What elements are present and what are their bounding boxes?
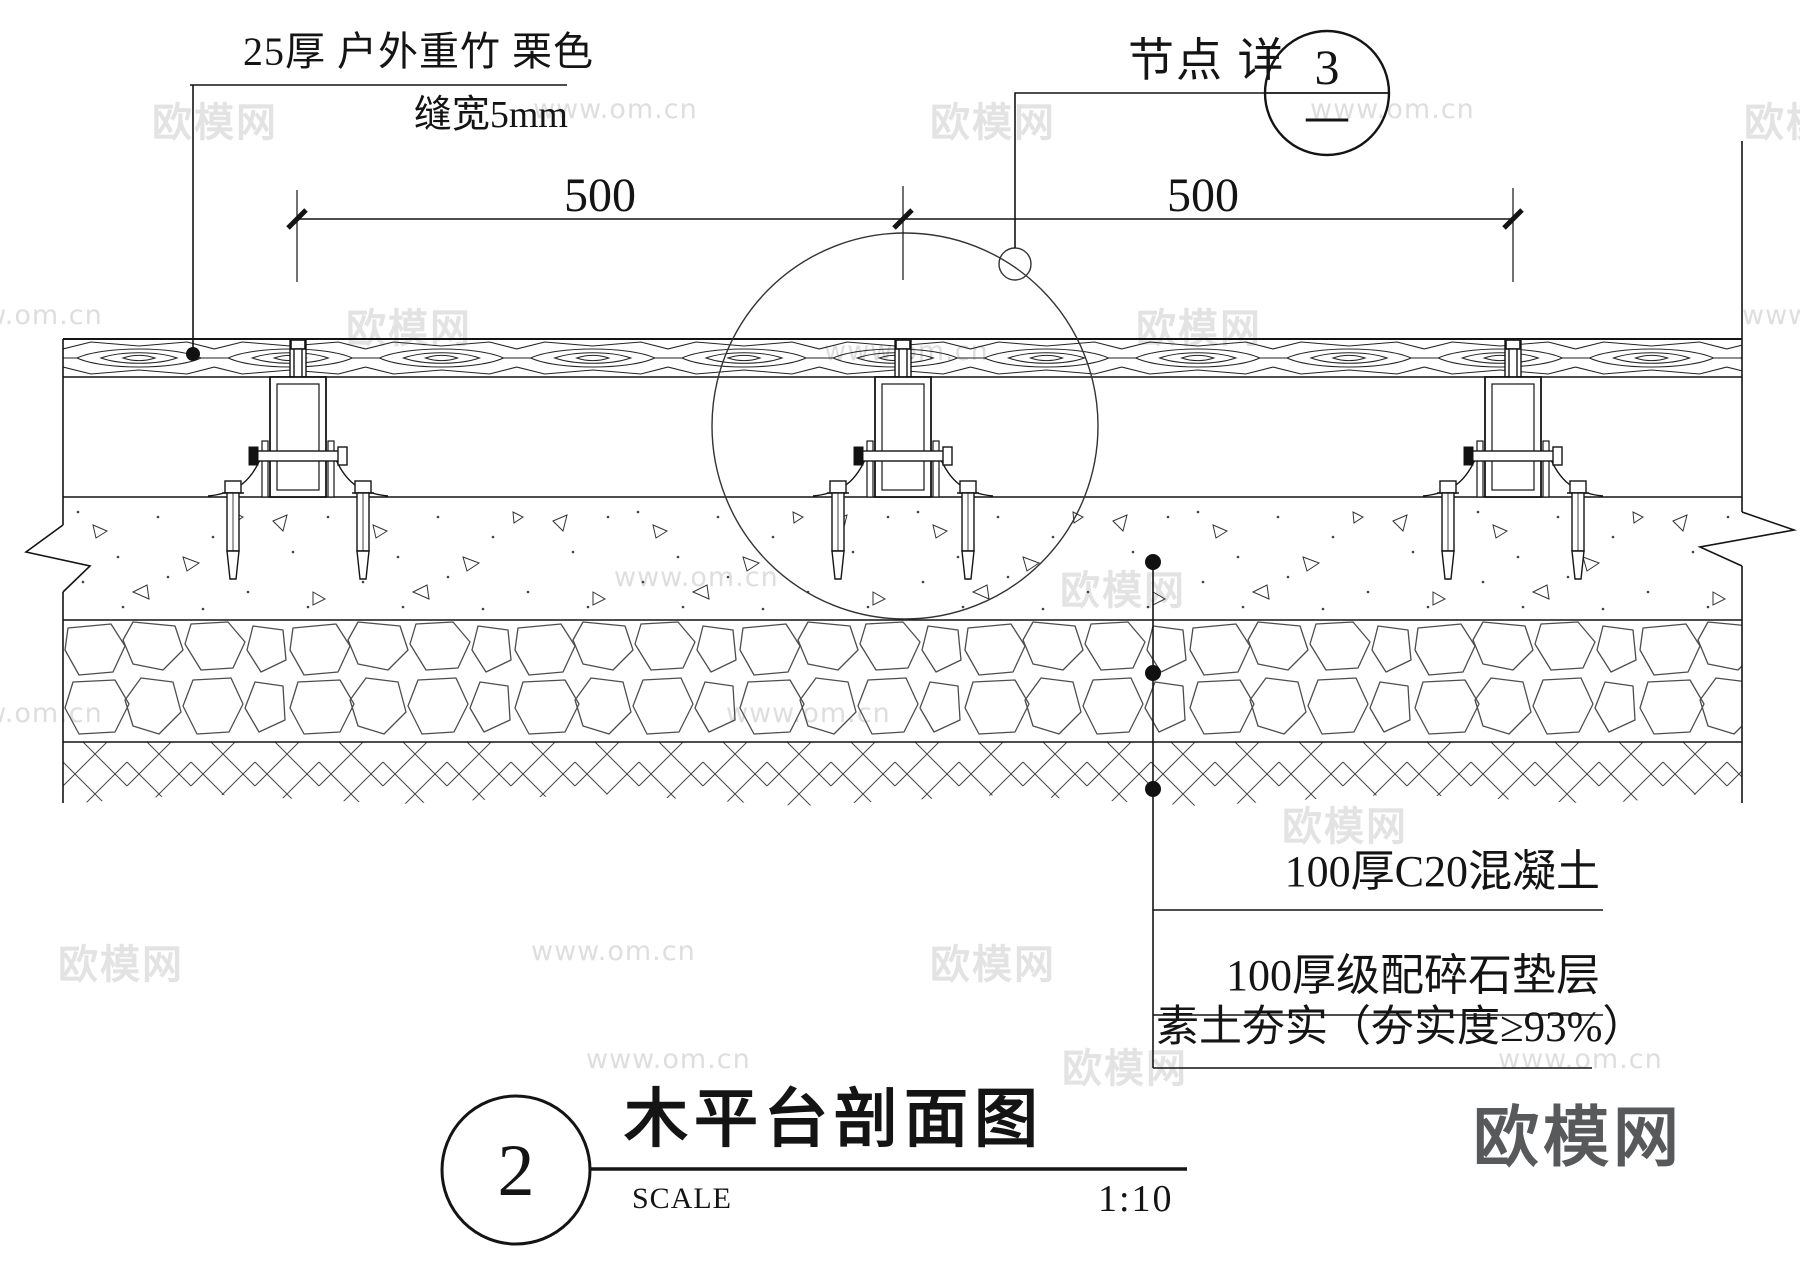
note-soil: 素土夯实（夯实度≥93%） bbox=[1156, 1004, 1646, 1051]
dimension-value-right: 500 bbox=[1167, 169, 1239, 222]
title-bubble-number: 2 bbox=[497, 1130, 535, 1212]
brand-logo: 欧模网 bbox=[1473, 1099, 1683, 1176]
material-leader-dot bbox=[186, 347, 200, 361]
material-label: 25厚 户外重竹 栗色 bbox=[243, 29, 594, 74]
concrete-layer bbox=[63, 497, 1742, 620]
dimension-value-left: 500 bbox=[564, 169, 636, 222]
right-break-line bbox=[1697, 141, 1798, 803]
left-break-line bbox=[24, 339, 92, 803]
note-gravel: 100厚级配碎石垫层 bbox=[1226, 951, 1600, 1000]
gravel-layer bbox=[63, 620, 1742, 742]
detail-point-circle bbox=[998, 247, 1032, 281]
soil-layer bbox=[63, 742, 1742, 806]
note-concrete: 100厚C20混凝土 bbox=[1284, 847, 1600, 896]
drawing-title: 木平台剖面图 bbox=[624, 1084, 1044, 1155]
notes-leader-dots bbox=[1145, 554, 1161, 797]
notes-leader bbox=[1152, 557, 1603, 1069]
detail-scope-circle bbox=[711, 232, 1099, 620]
material-leader bbox=[190, 84, 567, 354]
node-detail-label: 节点 详 bbox=[1128, 35, 1286, 86]
dimension-line bbox=[286, 186, 1524, 282]
scale-value: 1:10 bbox=[1098, 1178, 1174, 1220]
seam-width-label: 缝宽5mm bbox=[413, 94, 568, 136]
detail-bubble-sheet: — bbox=[1306, 94, 1348, 140]
detail-bubble-number: 3 bbox=[1314, 39, 1340, 95]
scale-label: SCALE bbox=[632, 1182, 733, 1215]
